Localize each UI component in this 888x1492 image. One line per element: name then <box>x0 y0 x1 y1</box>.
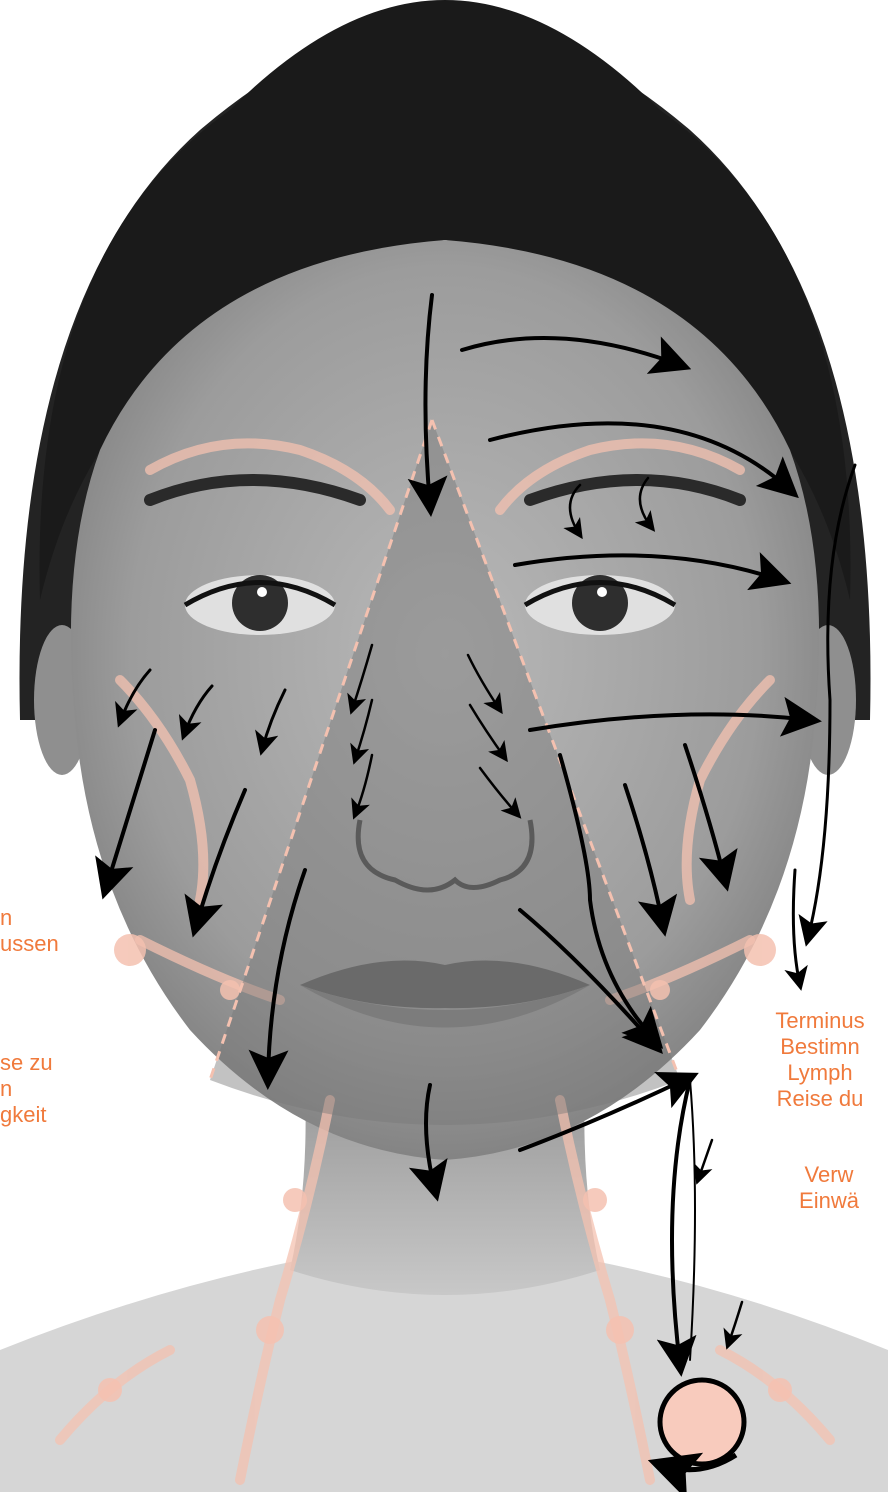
right-eye <box>525 575 675 635</box>
caption-line: n <box>0 1076 53 1102</box>
left-eye <box>185 575 335 635</box>
caption-right-bottom: Verw Einwä <box>770 1162 888 1214</box>
caption-line: se zu <box>0 1050 53 1076</box>
caption-left-bottom: se zu n gkeit <box>0 1050 53 1128</box>
caption-line: n <box>0 905 59 931</box>
caption-line: Lymph <box>752 1060 888 1086</box>
caption-line: Terminus <box>752 1008 888 1034</box>
caption-line: gkeit <box>0 1102 53 1128</box>
caption-line: ussen <box>0 931 59 957</box>
caption-right-top: Terminus Bestimn Lymph Reise du <box>752 1008 888 1112</box>
caption-line: Einwä <box>770 1188 888 1214</box>
caption-left-top: n ussen <box>0 905 59 957</box>
caption-line: Reise du <box>752 1086 888 1112</box>
caption-line: Verw <box>770 1162 888 1188</box>
caption-line: Bestimn <box>752 1034 888 1060</box>
